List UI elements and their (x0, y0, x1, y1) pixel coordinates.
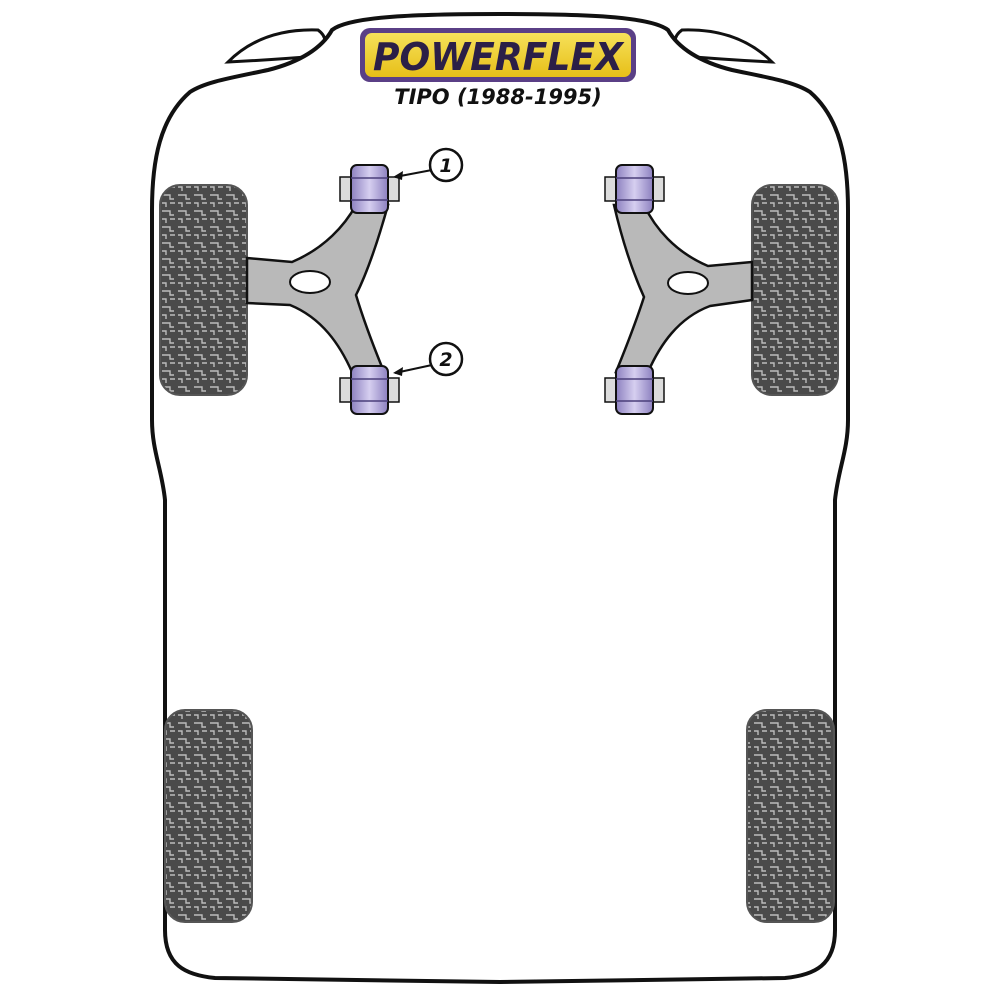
tyre-front-right (751, 184, 839, 396)
callout-2-label: 2 (439, 349, 452, 371)
front-bush-left-arm (339, 365, 400, 415)
tyre-rear-left (164, 709, 253, 923)
front-bush-right-arm (604, 365, 665, 415)
callout-1-label: 1 (439, 155, 452, 177)
right-arm-hole (667, 271, 709, 295)
tyre-front-left (159, 184, 248, 396)
powerflex-logo: POWERFLEX (360, 28, 636, 82)
left-arm-hole (289, 270, 331, 294)
brand-logo-text: POWERFLEX (373, 35, 625, 79)
car-body-outline (150, 11, 850, 985)
tyre-rear-right (746, 709, 835, 923)
rear-bush-left-arm (339, 164, 400, 214)
rear-bush-right-arm (604, 164, 665, 214)
model-title: TIPO (1988-1995) (394, 85, 602, 109)
callout-2: 2 (393, 341, 464, 377)
callout-1: 1 (393, 147, 464, 183)
